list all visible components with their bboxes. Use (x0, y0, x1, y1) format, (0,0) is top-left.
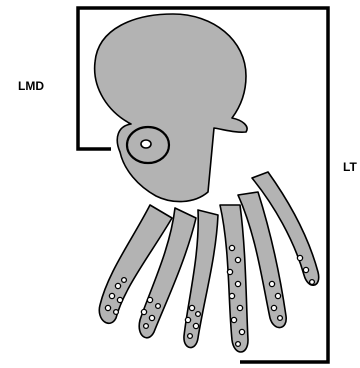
label-lt: LT (343, 160, 357, 174)
pupil (141, 140, 151, 148)
octopus (95, 14, 319, 352)
mantle (95, 14, 247, 202)
label-lmd: LMD (18, 79, 44, 93)
